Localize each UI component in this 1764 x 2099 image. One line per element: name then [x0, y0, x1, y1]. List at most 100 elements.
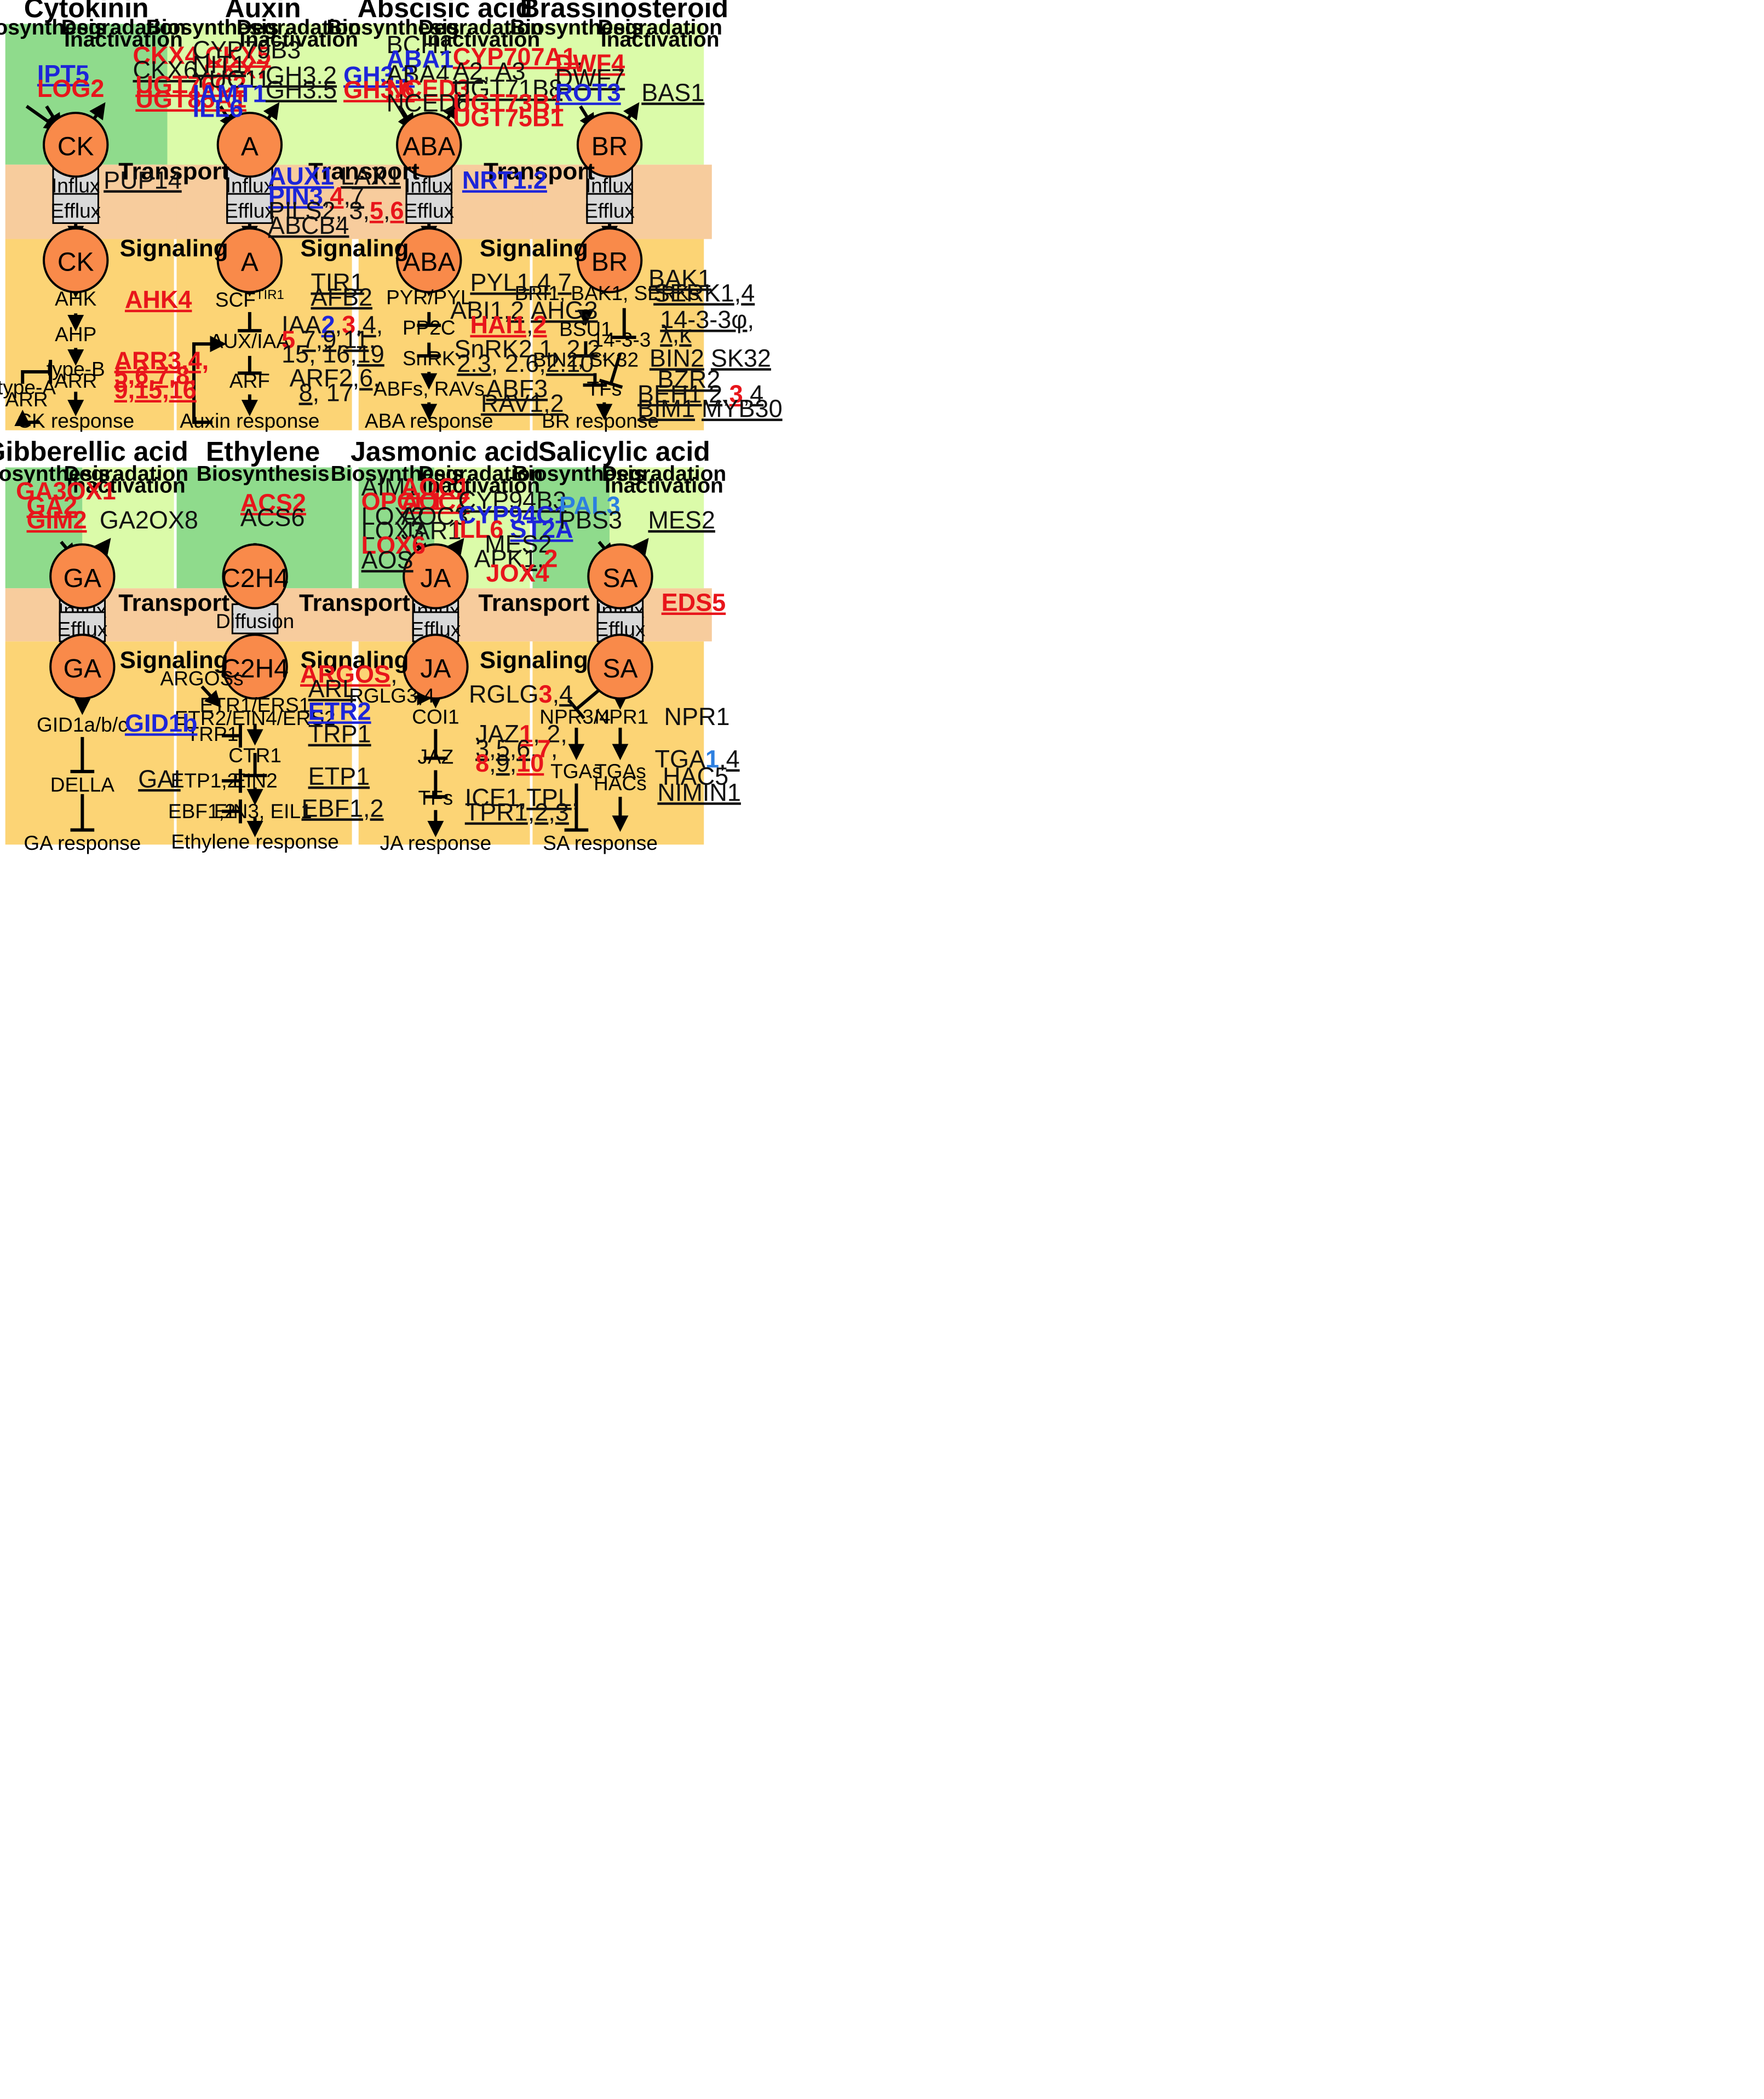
- transport-header: Transport: [118, 590, 229, 617]
- gene-label: ,: [530, 734, 537, 762]
- transport-header: Transport: [484, 158, 595, 185]
- gene-label: ACS6: [240, 503, 305, 531]
- hormone-abbr: SA: [602, 564, 637, 593]
- hormone-abbr: JA: [420, 564, 451, 593]
- gene-label: 2.3: [457, 349, 491, 377]
- gene-label: UGT71B8: [453, 74, 562, 102]
- efflux-label: Efflux: [404, 200, 454, 222]
- undefined: LOX2AOC3: [361, 502, 468, 530]
- undefined: NIT1: [193, 50, 246, 78]
- gene-label: 1: [524, 544, 537, 572]
- gene-label: ,: [548, 798, 555, 826]
- undefined: NPR1: [664, 703, 730, 731]
- hormone-abbr: BR: [591, 248, 628, 277]
- hormone-abbr: A: [241, 248, 258, 277]
- pathway-node: NPR1: [595, 706, 649, 728]
- pathway-node: EBF1,2: [168, 800, 235, 823]
- inhibition-line: [609, 353, 622, 384]
- arrow: [200, 685, 222, 708]
- gene-label: 8,: [176, 361, 197, 389]
- undefined: EBF1,2: [301, 794, 383, 822]
- gene-label: ,: [576, 43, 583, 71]
- gene-label: NCED3: [387, 74, 470, 102]
- gene-label: ,: [316, 325, 323, 353]
- pathway-node: 14-3-3: [592, 329, 651, 351]
- undefined: CYP94B3: [458, 486, 567, 514]
- pathway-node: CTR1: [228, 744, 281, 767]
- hormone-circle-ga: [49, 634, 116, 700]
- gene-label: BZR2: [657, 365, 720, 393]
- arrow: [14, 410, 40, 427]
- undefined: ILL6: [193, 94, 244, 122]
- gene-label: PIN3: [268, 182, 323, 210]
- gene-label: 2.10: [546, 349, 594, 377]
- pathway-node: ABA response: [365, 410, 493, 432]
- signaling-header: Signaling: [120, 235, 228, 262]
- gene-label: TPL: [526, 784, 572, 812]
- biosynthesis-header: Biosynthesis: [0, 462, 110, 486]
- panel-title: Salicylic acid: [538, 436, 710, 467]
- gene-label: ,: [722, 380, 729, 408]
- gene-label: ,: [743, 380, 750, 408]
- undefined: CYP79B3: [193, 36, 301, 64]
- transport-header: Transport: [299, 590, 410, 617]
- gene-label: TRP1: [308, 720, 371, 748]
- gene-label: AFB2: [311, 283, 372, 311]
- biosynthesis-header: Biosynthesis: [146, 16, 279, 39]
- gene-label: ARF2,: [290, 364, 360, 392]
- gene-label: NCED6: [387, 89, 470, 117]
- gene-label: ,: [369, 325, 376, 353]
- undefined: 9,15,16: [114, 376, 197, 404]
- gene-label: JOX4: [486, 559, 549, 587]
- gene-label: 6,: [135, 361, 156, 389]
- undefined: HAI1,2: [470, 311, 547, 339]
- pathway-node: ETP1,2: [171, 769, 238, 792]
- gene-label: BAK1: [648, 264, 711, 292]
- gene-label: GID1b: [125, 709, 198, 737]
- hormone-circle-auxin: [216, 227, 283, 294]
- gene-label: UGT75B1: [453, 103, 564, 131]
- hormone-circle-ja: [403, 634, 469, 700]
- undefined: 8, 17: [299, 378, 354, 406]
- gene-label: ILL6: [453, 515, 504, 543]
- gene-label: , 17: [313, 378, 354, 406]
- gene-label: UGT76C2: [135, 71, 246, 99]
- gene-label: ACS2: [240, 489, 306, 517]
- transport-header: Transport: [118, 158, 229, 185]
- gene-label: , A3: [483, 57, 526, 85]
- diffusion-label: Diffusion: [216, 610, 294, 632]
- signaling-header: Signaling: [120, 647, 228, 674]
- pathway-node: TGAs: [594, 760, 646, 783]
- pathway-node: JAZ: [418, 745, 454, 768]
- gene-label: TPR1: [465, 798, 528, 826]
- hormone-circle-ga: [49, 543, 116, 609]
- undefined: BZR2: [657, 365, 720, 393]
- undefined: CYP94C1: [458, 501, 568, 528]
- efflux-box: [586, 193, 633, 224]
- gene-label: ,: [383, 197, 390, 225]
- undefined: BEH1,2,3,4: [637, 380, 763, 408]
- undefined: ROT3: [555, 78, 621, 106]
- undefined: TRP1: [308, 720, 371, 748]
- degradation-header: Degradation: [597, 16, 722, 39]
- hormone-abbr: C2H4: [221, 654, 289, 683]
- undefined: PILS2, 3,5,6: [268, 197, 404, 225]
- gene-label: AHK4: [125, 286, 192, 314]
- gene-label: 8: [299, 378, 313, 406]
- gene-label: AHG3: [531, 296, 598, 324]
- gene-label: 2: [321, 311, 335, 339]
- gene-label: 4: [750, 380, 763, 408]
- gene-label: GH3.5: [266, 76, 337, 103]
- gene-label: 9: [323, 325, 336, 353]
- undefined: SERK1,4: [653, 279, 755, 307]
- undefined: ARL: [308, 675, 357, 703]
- panel-title: Auxin: [225, 0, 301, 24]
- gene-label: OPCL1: [361, 487, 444, 515]
- gene-label: , 2.6,: [491, 349, 546, 377]
- undefined: RGLG3,4: [469, 680, 573, 708]
- hormone-abbr: BR: [591, 133, 628, 162]
- gene-label: 15,: [135, 376, 169, 404]
- gene-label: ,: [390, 660, 398, 688]
- panel-title: Gibberellic acid: [0, 436, 188, 467]
